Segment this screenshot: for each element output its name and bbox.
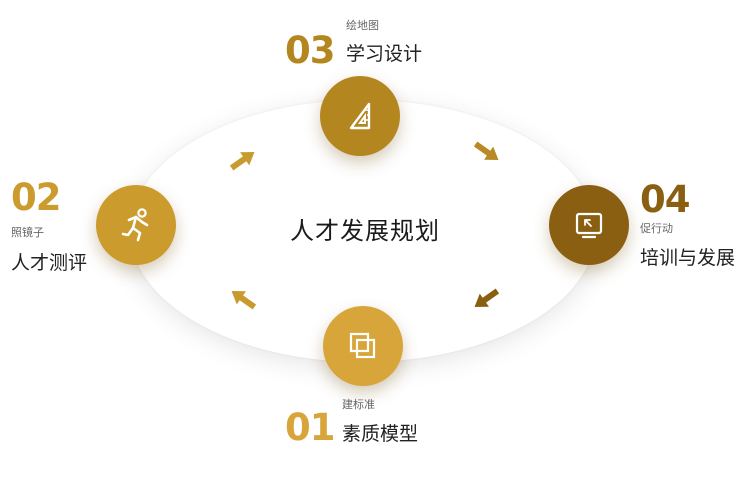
step-03-number: 03 bbox=[285, 29, 335, 72]
step-01-label: 素质模型 bbox=[342, 423, 419, 445]
step-02-number: 02 bbox=[11, 176, 61, 219]
step-02-label: 人才测评 bbox=[11, 252, 88, 274]
center-title: 人才发展规划 bbox=[290, 217, 440, 245]
runner-icon bbox=[121, 208, 149, 242]
arrow-right-down-icon bbox=[473, 141, 499, 161]
layers-icon bbox=[349, 332, 376, 359]
step-01-node bbox=[323, 306, 403, 386]
step-03-node bbox=[320, 76, 400, 156]
monitor-icon bbox=[575, 212, 603, 239]
step-01-subtitle: 建标准 bbox=[342, 398, 375, 411]
arrow-left-down-icon bbox=[474, 288, 500, 308]
step-03-subtitle: 绘地图 bbox=[346, 19, 379, 32]
step-04-subtitle: 促行动 bbox=[640, 222, 673, 235]
step-04-node bbox=[549, 185, 629, 265]
arrow-right-up-icon bbox=[229, 151, 255, 171]
step-04-number: 04 bbox=[640, 178, 690, 221]
step-01-number: 01 bbox=[285, 406, 335, 449]
step-02-node bbox=[96, 185, 176, 265]
step-02-subtitle: 照镜子 bbox=[11, 226, 44, 239]
step-03-label: 学习设计 bbox=[346, 43, 423, 65]
arrow-left-up-icon bbox=[231, 290, 257, 310]
set-square-icon bbox=[349, 102, 371, 130]
step-04-label: 培训与发展 bbox=[640, 247, 736, 269]
